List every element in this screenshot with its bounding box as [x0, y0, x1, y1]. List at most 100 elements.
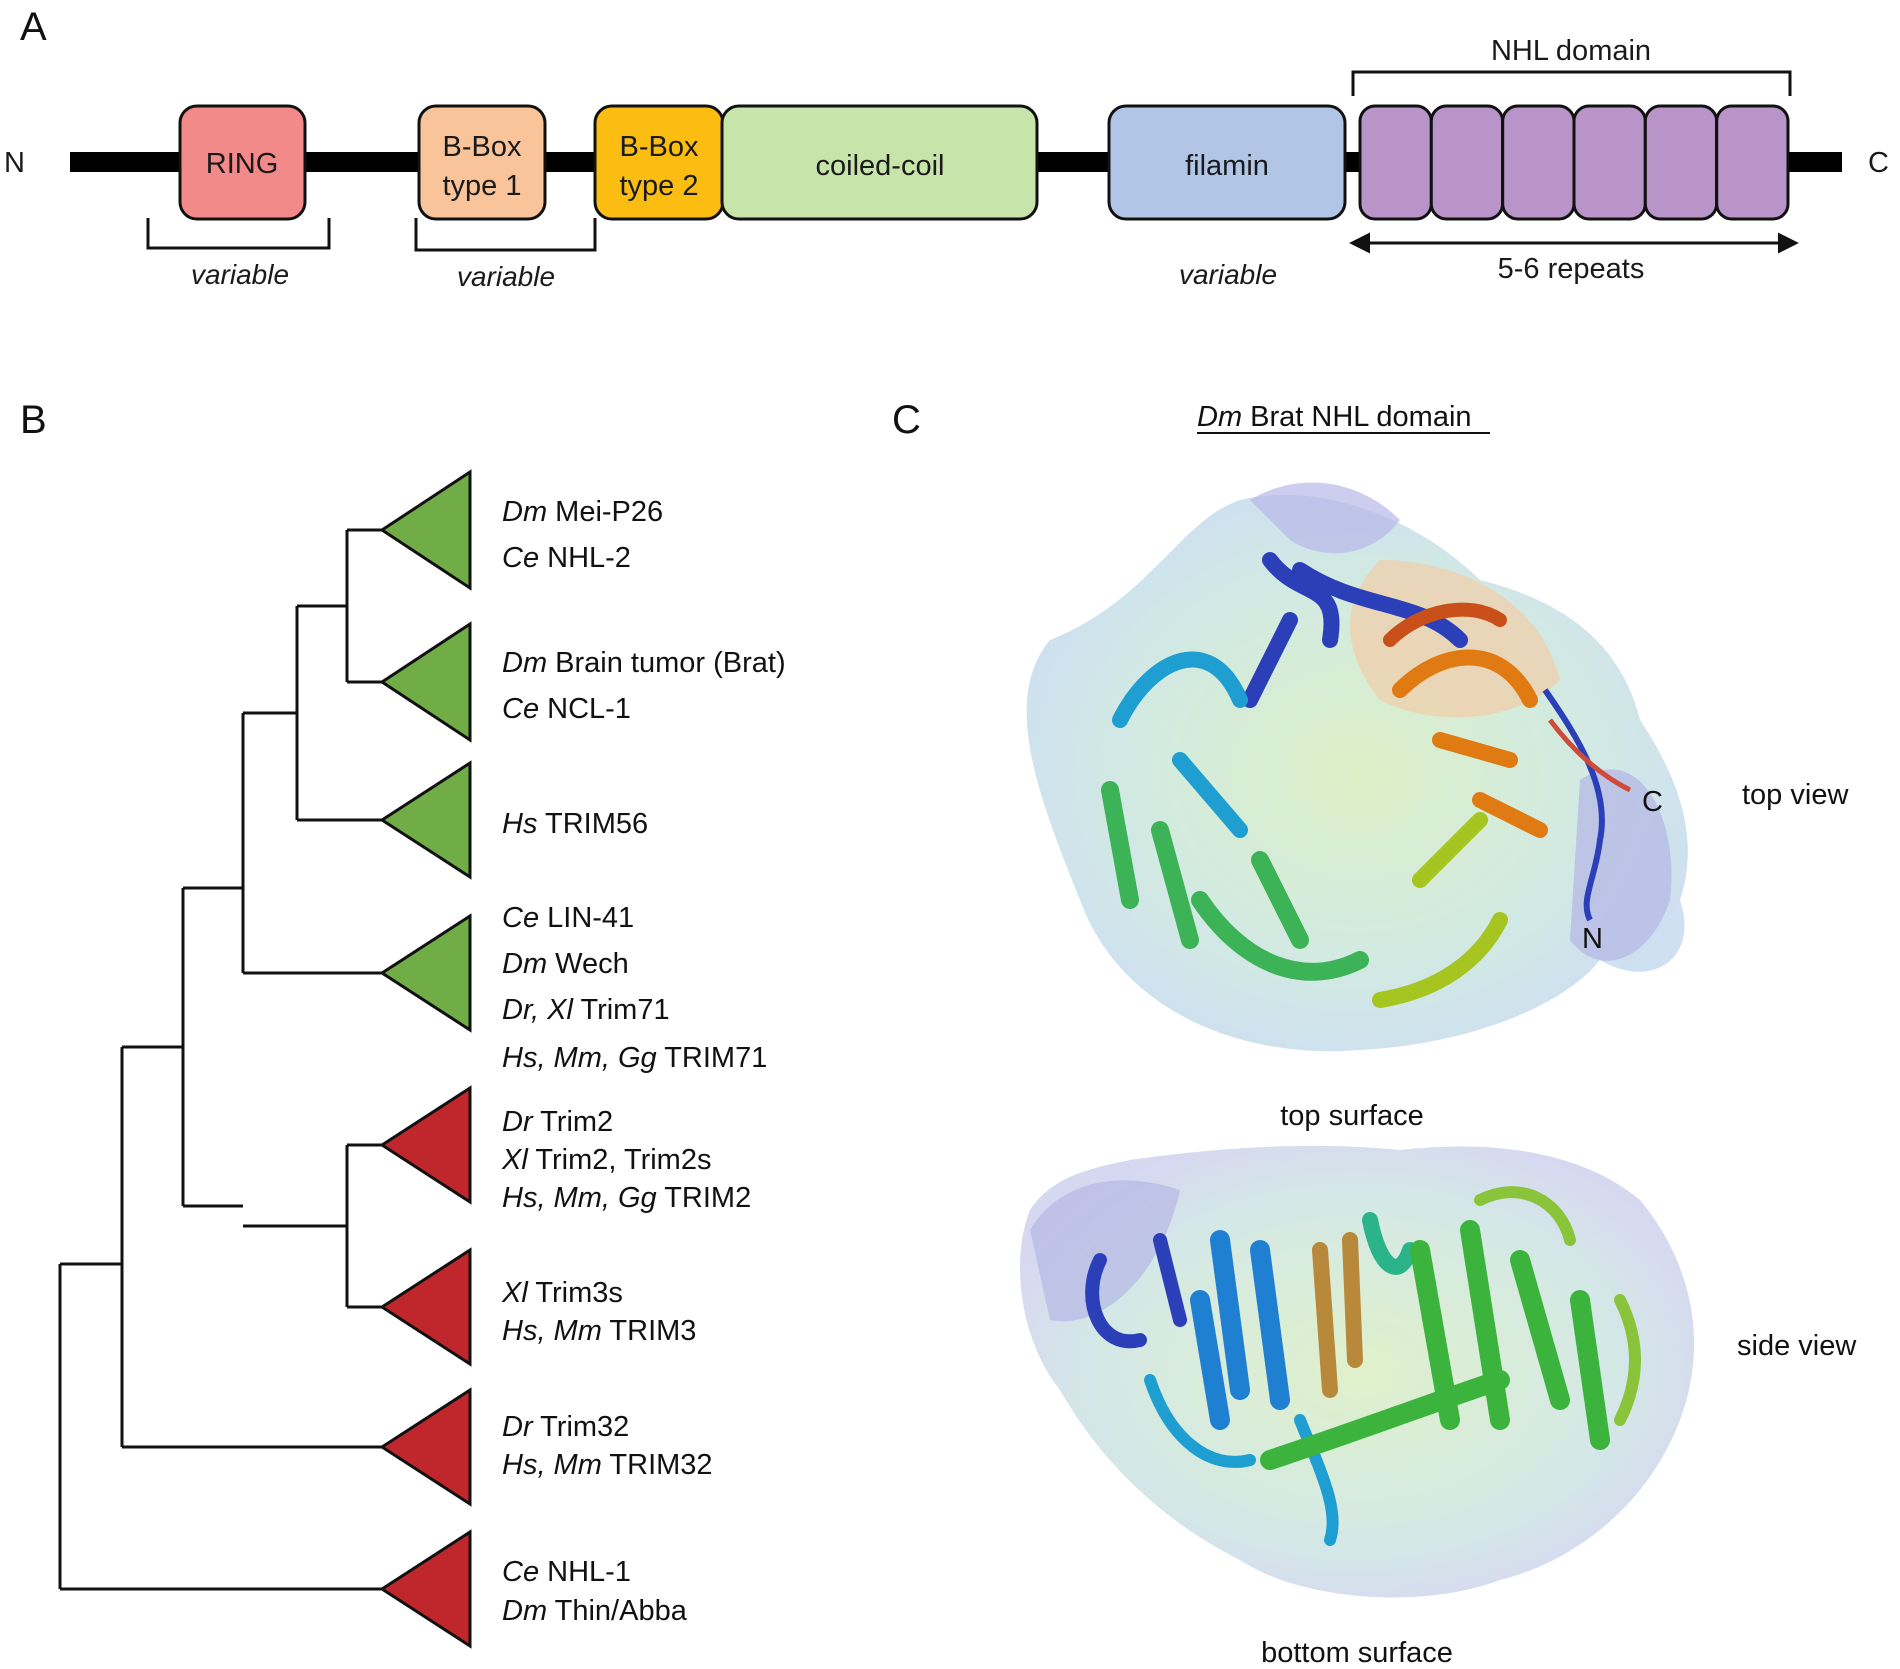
leaf-label: Hs, Mm, Gg TRIM2 — [502, 1182, 751, 1214]
top-view-ribbon-green — [1101, 781, 1369, 981]
structure-title-species: Dm — [1197, 401, 1242, 433]
panel-letter-a: A — [20, 5, 47, 49]
leaf-label: Hs TRIM56 — [502, 808, 648, 840]
nhl-repeat-box — [1501, 104, 1576, 221]
clade-triangle-trim56 — [379, 760, 472, 880]
nhl-repeat-box — [1572, 104, 1647, 221]
leaf-species: Dm — [502, 1595, 547, 1627]
leaf-protein: TRIM32 — [602, 1449, 713, 1481]
clade-triangle-trim32 — [379, 1387, 472, 1507]
leaf-protein: Trim2, Trim2s — [528, 1144, 712, 1176]
top-view-ribbon-orange — [1392, 649, 1548, 838]
side-view-ribbon-blue — [1190, 1230, 1290, 1430]
leaf-label: Dm Wech — [502, 948, 629, 980]
leaf-protein: NHL-2 — [539, 542, 631, 574]
leaf-label: Hs, Mm, Gg TRIM71 — [502, 1042, 767, 1074]
bbox-type1-domain: B-Box type 1 — [417, 104, 547, 221]
filamin-domain: filamin — [1107, 104, 1347, 221]
leaf-species: Dm — [502, 496, 547, 528]
clade-triangle-lin41 — [379, 913, 472, 1033]
leaf-species: Hs, Mm — [502, 1315, 602, 1347]
top-surface-label: top surface — [1280, 1100, 1423, 1132]
top-view-structure: C N — [1026, 482, 1688, 1052]
top-view-n-label: N — [1582, 923, 1603, 955]
panel-letter-c: C — [892, 398, 921, 442]
leaf-species: Dr — [502, 1411, 534, 1443]
leaf-protein: Trim32 — [533, 1411, 630, 1443]
side-view-ribbon-tan — [1312, 1232, 1363, 1398]
coiled-coil-label: coiled-coil — [816, 150, 945, 182]
side-view-ribbon-cyan — [1144, 1374, 1339, 1546]
bbox-type1-box — [417, 104, 547, 221]
leaf-species: Dm — [502, 647, 547, 679]
panel-letter-b: B — [20, 398, 47, 442]
clade-triangle-trim2 — [379, 1085, 472, 1205]
top-view-label: top view — [1742, 779, 1849, 811]
leaf-protein: Brain tumor (Brat) — [547, 647, 786, 679]
leaf-label: Xl Trim3s — [501, 1277, 623, 1309]
tree-branches — [58, 528, 382, 1591]
leaf-protein: Wech — [547, 948, 629, 980]
leaf-label: Ce NHL-2 — [502, 542, 631, 574]
nhl-repeat-box — [1643, 104, 1719, 221]
leaf-label: Ce NHL-1 — [502, 1556, 631, 1588]
structure-title-rest: Brat NHL domain — [1242, 401, 1471, 433]
leaf-label: Dm Brain tumor (Brat) — [502, 647, 786, 679]
top-view-c-tail — [1548, 718, 1632, 793]
side-view-ribbon-green — [1260, 1220, 1610, 1470]
top-view-surface-blue — [1250, 482, 1400, 554]
top-view-ribbon-blue — [1242, 552, 1468, 708]
ring-variable-label: variable — [191, 259, 289, 290]
leaf-label: Dr Trim32 — [502, 1411, 629, 1443]
coiled-coil-domain: coiled-coil — [720, 104, 1039, 221]
top-view-ribbon-red — [1383, 602, 1507, 647]
ring-label: RING — [206, 148, 279, 180]
panel-a: A N C RING variable B-Box type 1 variabl… — [4, 5, 1889, 292]
c-terminus-label: C — [1868, 147, 1889, 179]
nhl-domain-bracket — [1351, 70, 1792, 96]
filamin-label: filamin — [1185, 150, 1269, 182]
leaf-species: Hs — [502, 808, 537, 840]
leaf-species: Ce — [502, 1556, 539, 1588]
nhl-repeat-box — [1429, 104, 1505, 221]
nhl-repeat-box — [1715, 104, 1790, 221]
bbox-type2-line1: B-Box — [620, 131, 699, 163]
leaf-label: Xl Trim2, Trim2s — [501, 1144, 711, 1176]
ring-domain: RING — [178, 104, 307, 221]
side-view-label: side view — [1737, 1330, 1857, 1362]
clade-triangle-brat — [379, 621, 472, 743]
leaf-protein: Mei-P26 — [547, 496, 663, 528]
leaf-species: Dr — [502, 1106, 534, 1138]
clade-triangle-nhl1 — [379, 1529, 472, 1649]
leaf-protein: LIN-41 — [539, 902, 634, 934]
panel-c: C Dm Brat NHL domain C N top view top su… — [892, 398, 1857, 1669]
leaf-label: Hs, Mm TRIM32 — [502, 1449, 713, 1481]
leaf-protein: TRIM56 — [537, 808, 648, 840]
filamin-box — [1107, 104, 1347, 221]
leaf-protein: NCL-1 — [539, 693, 631, 725]
side-view-ribbon-yellowgreen — [1474, 1186, 1641, 1426]
leaf-label: Hs, Mm TRIM3 — [502, 1315, 696, 1347]
top-view-ribbon-yellowgreen — [1372, 812, 1508, 1008]
ring-box — [178, 104, 307, 221]
bbox-variable-label: variable — [457, 261, 555, 292]
clade-triangle-trim3 — [379, 1247, 472, 1367]
top-view-ribbon-cyan — [1112, 651, 1248, 838]
leaf-species: Hs, Mm, Gg — [502, 1182, 657, 1214]
leaf-protein: NHL-1 — [539, 1556, 631, 1588]
filamin-variable-label: variable — [1179, 259, 1277, 290]
leaf-protein: Trim2 — [533, 1106, 614, 1138]
bbox-type1-line1: B-Box — [443, 131, 522, 163]
leaf-label: Dr, Xl Trim71 — [502, 994, 670, 1026]
nhl-repeat-box — [1358, 104, 1433, 221]
leaf-species: Dr, Xl — [502, 994, 574, 1026]
leaf-protein: Thin/Abba — [547, 1595, 688, 1627]
coiled-coil-box — [720, 104, 1039, 221]
nhl-domain-label: NHL domain — [1491, 35, 1651, 67]
leaf-species: Xl — [501, 1144, 529, 1176]
leaf-species: Xl — [501, 1277, 529, 1309]
top-view-c-label: C — [1642, 786, 1663, 818]
bbox-type2-domain: B-Box type 2 — [593, 104, 725, 221]
